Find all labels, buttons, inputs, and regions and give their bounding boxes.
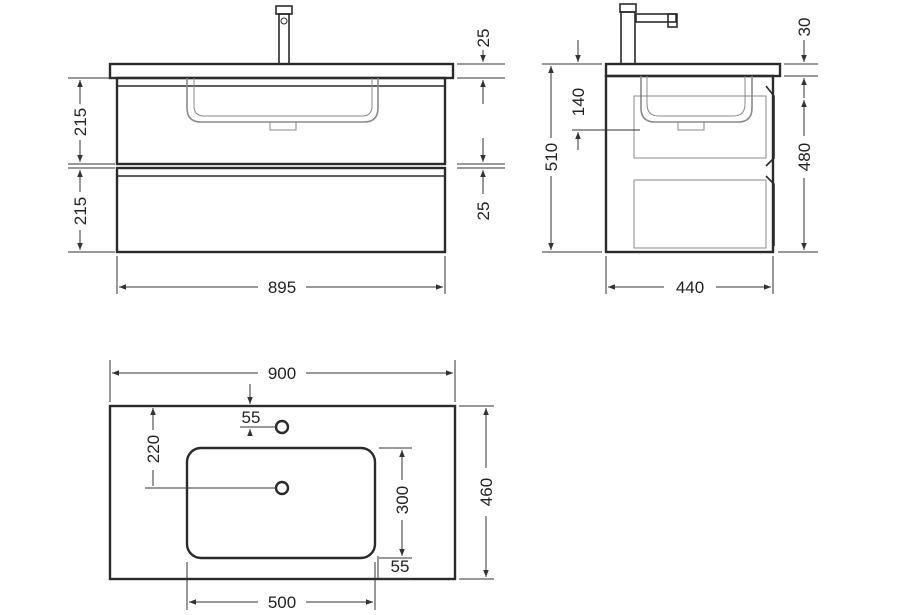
dim-total-height: 510 bbox=[542, 143, 561, 171]
dim-basin-width: 500 bbox=[268, 593, 296, 612]
countertop-side bbox=[604, 62, 782, 78]
front-view: 215 215 895 25 25 bbox=[68, 5, 505, 297]
dim-basin-depth-top: 300 bbox=[393, 486, 412, 514]
dim-top-depth: 460 bbox=[477, 478, 496, 506]
top-view: 900 55 220 300 55 460 500 bbox=[108, 360, 496, 612]
dim-side-depth: 440 bbox=[676, 278, 704, 297]
faucet-front bbox=[275, 5, 293, 65]
bottom-drawer-front bbox=[115, 166, 447, 254]
basin-outline-front bbox=[186, 78, 379, 123]
dim-tap-offset: 55 bbox=[242, 408, 261, 427]
dim-faucet-height: 30 bbox=[795, 18, 814, 37]
dim-basin-depth-side: 140 bbox=[569, 88, 588, 116]
countertop-front bbox=[108, 62, 455, 80]
tap-hole bbox=[274, 419, 290, 435]
dim-drawer-top: 215 bbox=[71, 108, 90, 136]
dim-top-thickness: 25 bbox=[474, 29, 493, 48]
basin-outline-side bbox=[640, 76, 753, 123]
cabinet-side bbox=[604, 74, 775, 254]
dim-drain-offset: 220 bbox=[144, 435, 163, 463]
countertop-top bbox=[108, 404, 457, 581]
dim-drawer-bottom: 215 bbox=[71, 197, 90, 225]
dim-front-width: 895 bbox=[268, 278, 296, 297]
dim-basin-margin: 55 bbox=[391, 557, 410, 576]
dim-drawer-gap: 25 bbox=[474, 202, 493, 221]
dim-top-width: 900 bbox=[268, 364, 296, 383]
top-drawer-front bbox=[115, 76, 447, 166]
drain-hole bbox=[274, 480, 290, 496]
basin-top bbox=[185, 446, 377, 560]
faucet-side bbox=[619, 3, 678, 65]
side-view: 510 140 30 480 440 bbox=[542, 3, 818, 297]
dim-cabinet-height: 480 bbox=[795, 143, 814, 171]
